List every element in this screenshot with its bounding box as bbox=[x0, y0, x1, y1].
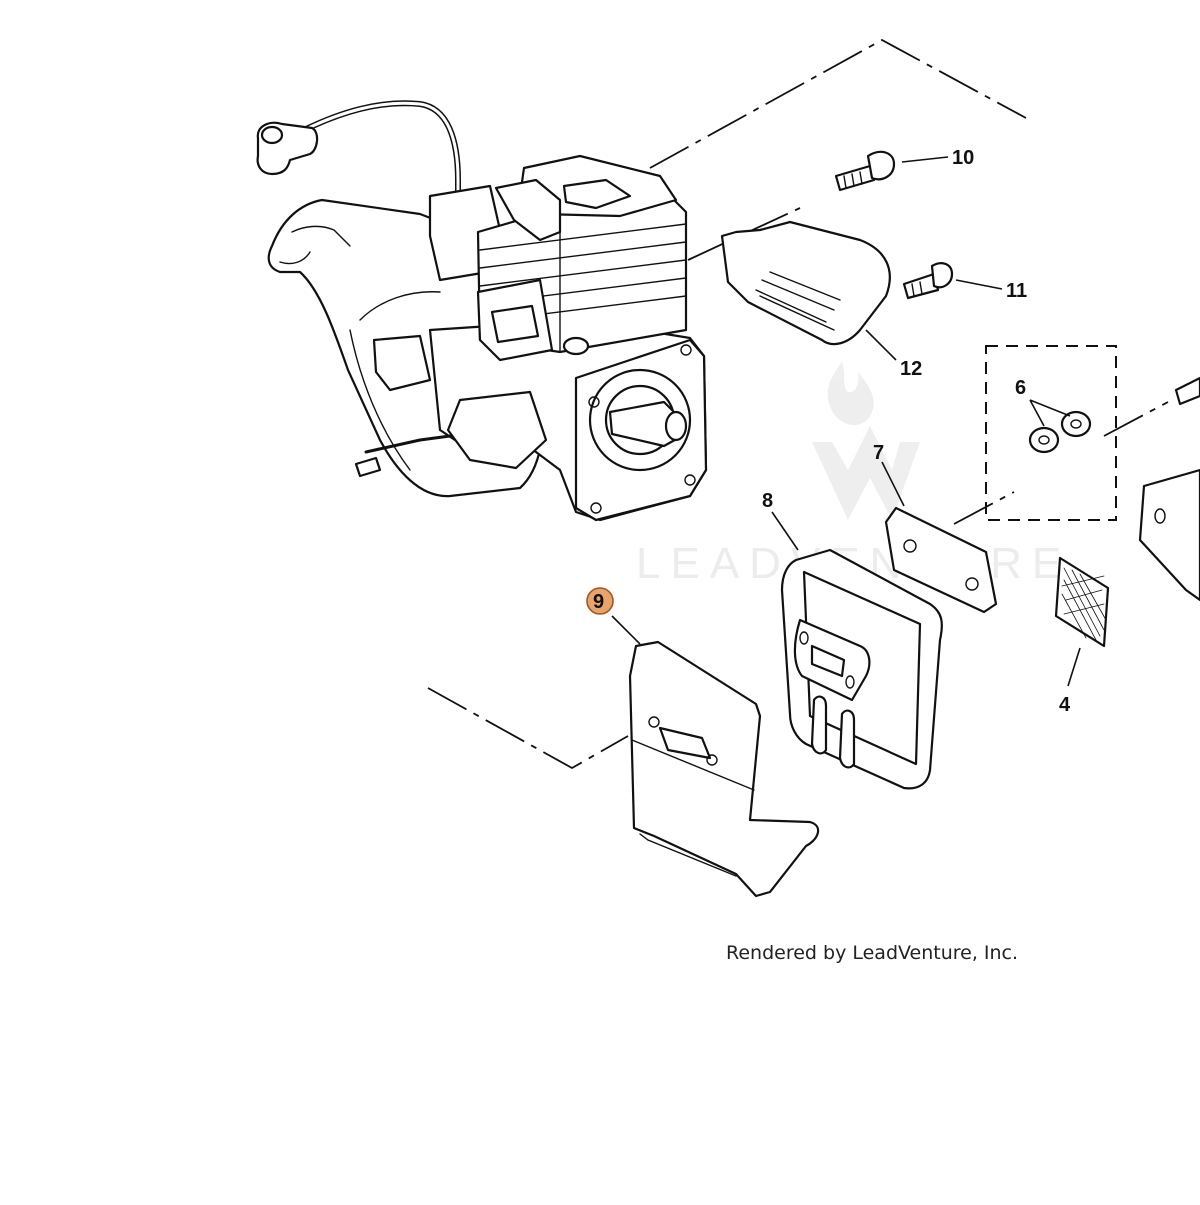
choke-lever bbox=[372, 334, 432, 392]
assembly-line-right bbox=[1103, 401, 1169, 437]
leader-10 bbox=[901, 156, 949, 163]
leader-6 bbox=[1029, 399, 1071, 427]
part-4-screen bbox=[1054, 556, 1110, 648]
leader-8 bbox=[771, 511, 799, 551]
assembly-line-cover bbox=[687, 207, 801, 261]
assembly-line-shield bbox=[427, 687, 629, 770]
callout-11[interactable]: 11 bbox=[1006, 280, 1027, 302]
intake-manifold bbox=[446, 390, 548, 470]
leader-7 bbox=[881, 461, 905, 507]
assembly-line-top bbox=[649, 38, 1027, 169]
credit-text: Rendered by LeadVenture, Inc. bbox=[726, 942, 1018, 964]
part-10-screw bbox=[834, 150, 896, 192]
callout-10[interactable]: 10 bbox=[952, 147, 974, 169]
leader-11 bbox=[955, 279, 1003, 290]
spark-plug bbox=[494, 178, 562, 242]
assembly-line-gasket bbox=[953, 491, 1015, 525]
callout-8[interactable]: 8 bbox=[762, 490, 773, 512]
part-8-muffler bbox=[780, 548, 943, 790]
callout-6[interactable]: 6 bbox=[1015, 377, 1026, 399]
callout-7[interactable]: 7 bbox=[873, 442, 884, 464]
part-7-gasket bbox=[884, 506, 998, 614]
part-9-heat-shield bbox=[628, 640, 820, 898]
callout-4[interactable]: 4 bbox=[1059, 694, 1071, 716]
callout-9-highlight[interactable] bbox=[586, 587, 614, 615]
leader-9 bbox=[611, 615, 641, 645]
watermark-logo bbox=[812, 362, 920, 520]
right-partial-part bbox=[1138, 376, 1200, 602]
part-11-screw bbox=[902, 262, 954, 300]
part-6-washers bbox=[1028, 410, 1092, 454]
callout-12[interactable]: 12 bbox=[900, 358, 922, 380]
callout-9[interactable]: 9 bbox=[593, 591, 604, 613]
part-12-cover bbox=[720, 220, 891, 346]
engine-assembly bbox=[256, 100, 708, 522]
leader-4 bbox=[1067, 647, 1081, 687]
leader-12 bbox=[865, 329, 897, 361]
part-6-box bbox=[985, 345, 1117, 521]
